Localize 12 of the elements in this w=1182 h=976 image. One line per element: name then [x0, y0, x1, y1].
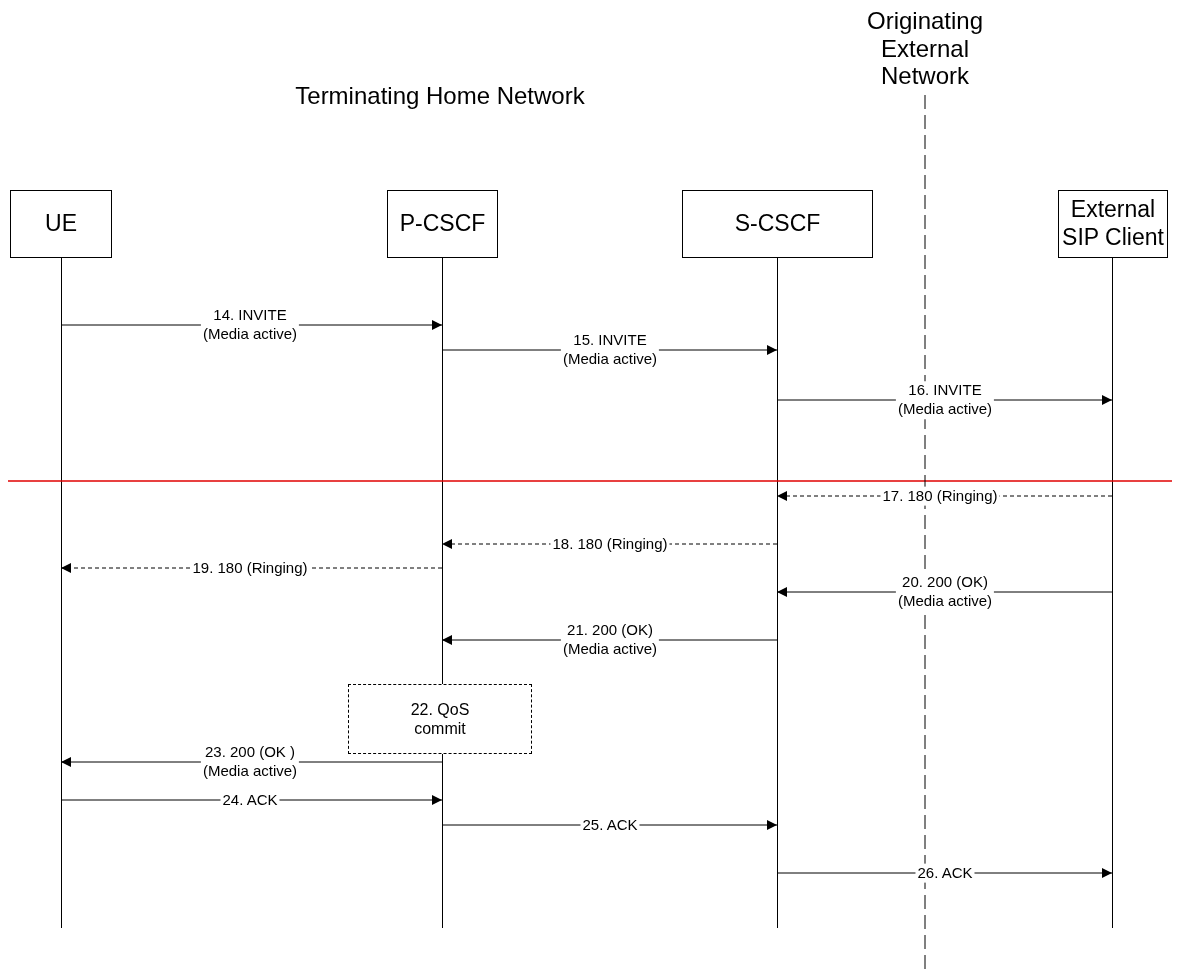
step-label: 22. QoS commit: [409, 699, 471, 739]
participant-name: UE: [45, 210, 77, 238]
message-label: 20. 200 (OK) (Media active): [895, 573, 995, 611]
participant-name: External SIP Client: [1061, 196, 1165, 252]
message-label: 26. ACK: [915, 863, 975, 883]
message-label: 23. 200 (OK ) (Media active): [200, 743, 300, 781]
message-label: 17. 180 (Ringing): [880, 486, 1000, 506]
message-label: 16. INVITE (Media active): [895, 381, 995, 419]
process-box: [348, 684, 532, 754]
participant-name: S-CSCF: [734, 210, 821, 238]
participant-name: P-CSCF: [399, 210, 486, 238]
message-label: 21. 200 (OK) (Media active): [560, 621, 660, 659]
